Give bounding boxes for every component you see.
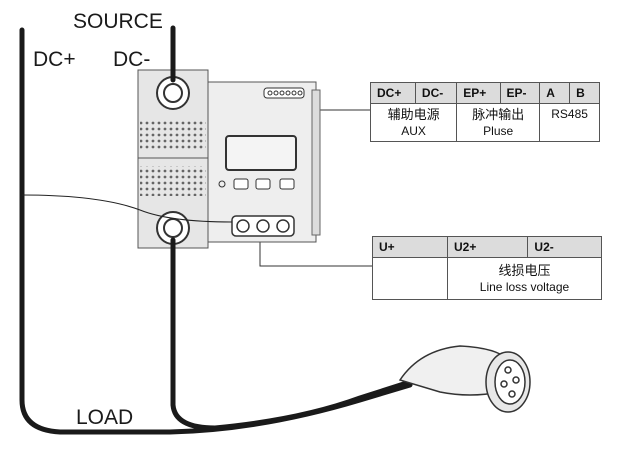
header-dc-minus: DC- <box>414 82 458 104</box>
meter-device <box>137 69 321 249</box>
button-enter <box>279 178 295 190</box>
bottom-terminals <box>231 215 295 237</box>
terminal-table-bottom: U+ U2+ U2- 线损电压 Line loss voltage <box>372 236 602 300</box>
source-label: SOURCE <box>73 10 163 33</box>
lcd-display <box>225 135 297 171</box>
header-u2-plus: U2+ <box>446 236 529 258</box>
button-up <box>233 178 249 190</box>
terminal-table-top: DC+ DC- EP+ EP- A B 辅助电源 AUX 脉冲输出 Pluse … <box>369 82 600 142</box>
header-dc-plus: DC+ <box>370 82 416 104</box>
charging-plug <box>398 345 531 413</box>
leader-line-bottom <box>259 240 372 267</box>
dc-plus-label: DC+ <box>33 48 76 71</box>
group-rs485: RS485 <box>539 103 600 142</box>
load-label: LOAD <box>76 406 134 429</box>
header-a: A <box>539 82 571 104</box>
cable-dc-minus-load <box>170 237 413 431</box>
dc-minus-label: DC- <box>113 48 151 71</box>
header-ep-minus: EP- <box>499 82 541 104</box>
group-aux: 辅助电源 AUX <box>369 103 458 142</box>
group-pulse: 脉冲输出 Pluse <box>456 103 541 142</box>
header-u2-minus: U2- <box>527 236 602 258</box>
group-line-loss: 线损电压 Line loss voltage <box>447 257 602 300</box>
sense-wire <box>21 194 233 223</box>
header-b: B <box>569 82 600 104</box>
header-u-plus: U+ <box>372 236 448 258</box>
header-ep-plus: EP+ <box>456 82 501 104</box>
cell-u-plus-empty <box>372 257 448 300</box>
button-down <box>255 178 271 190</box>
